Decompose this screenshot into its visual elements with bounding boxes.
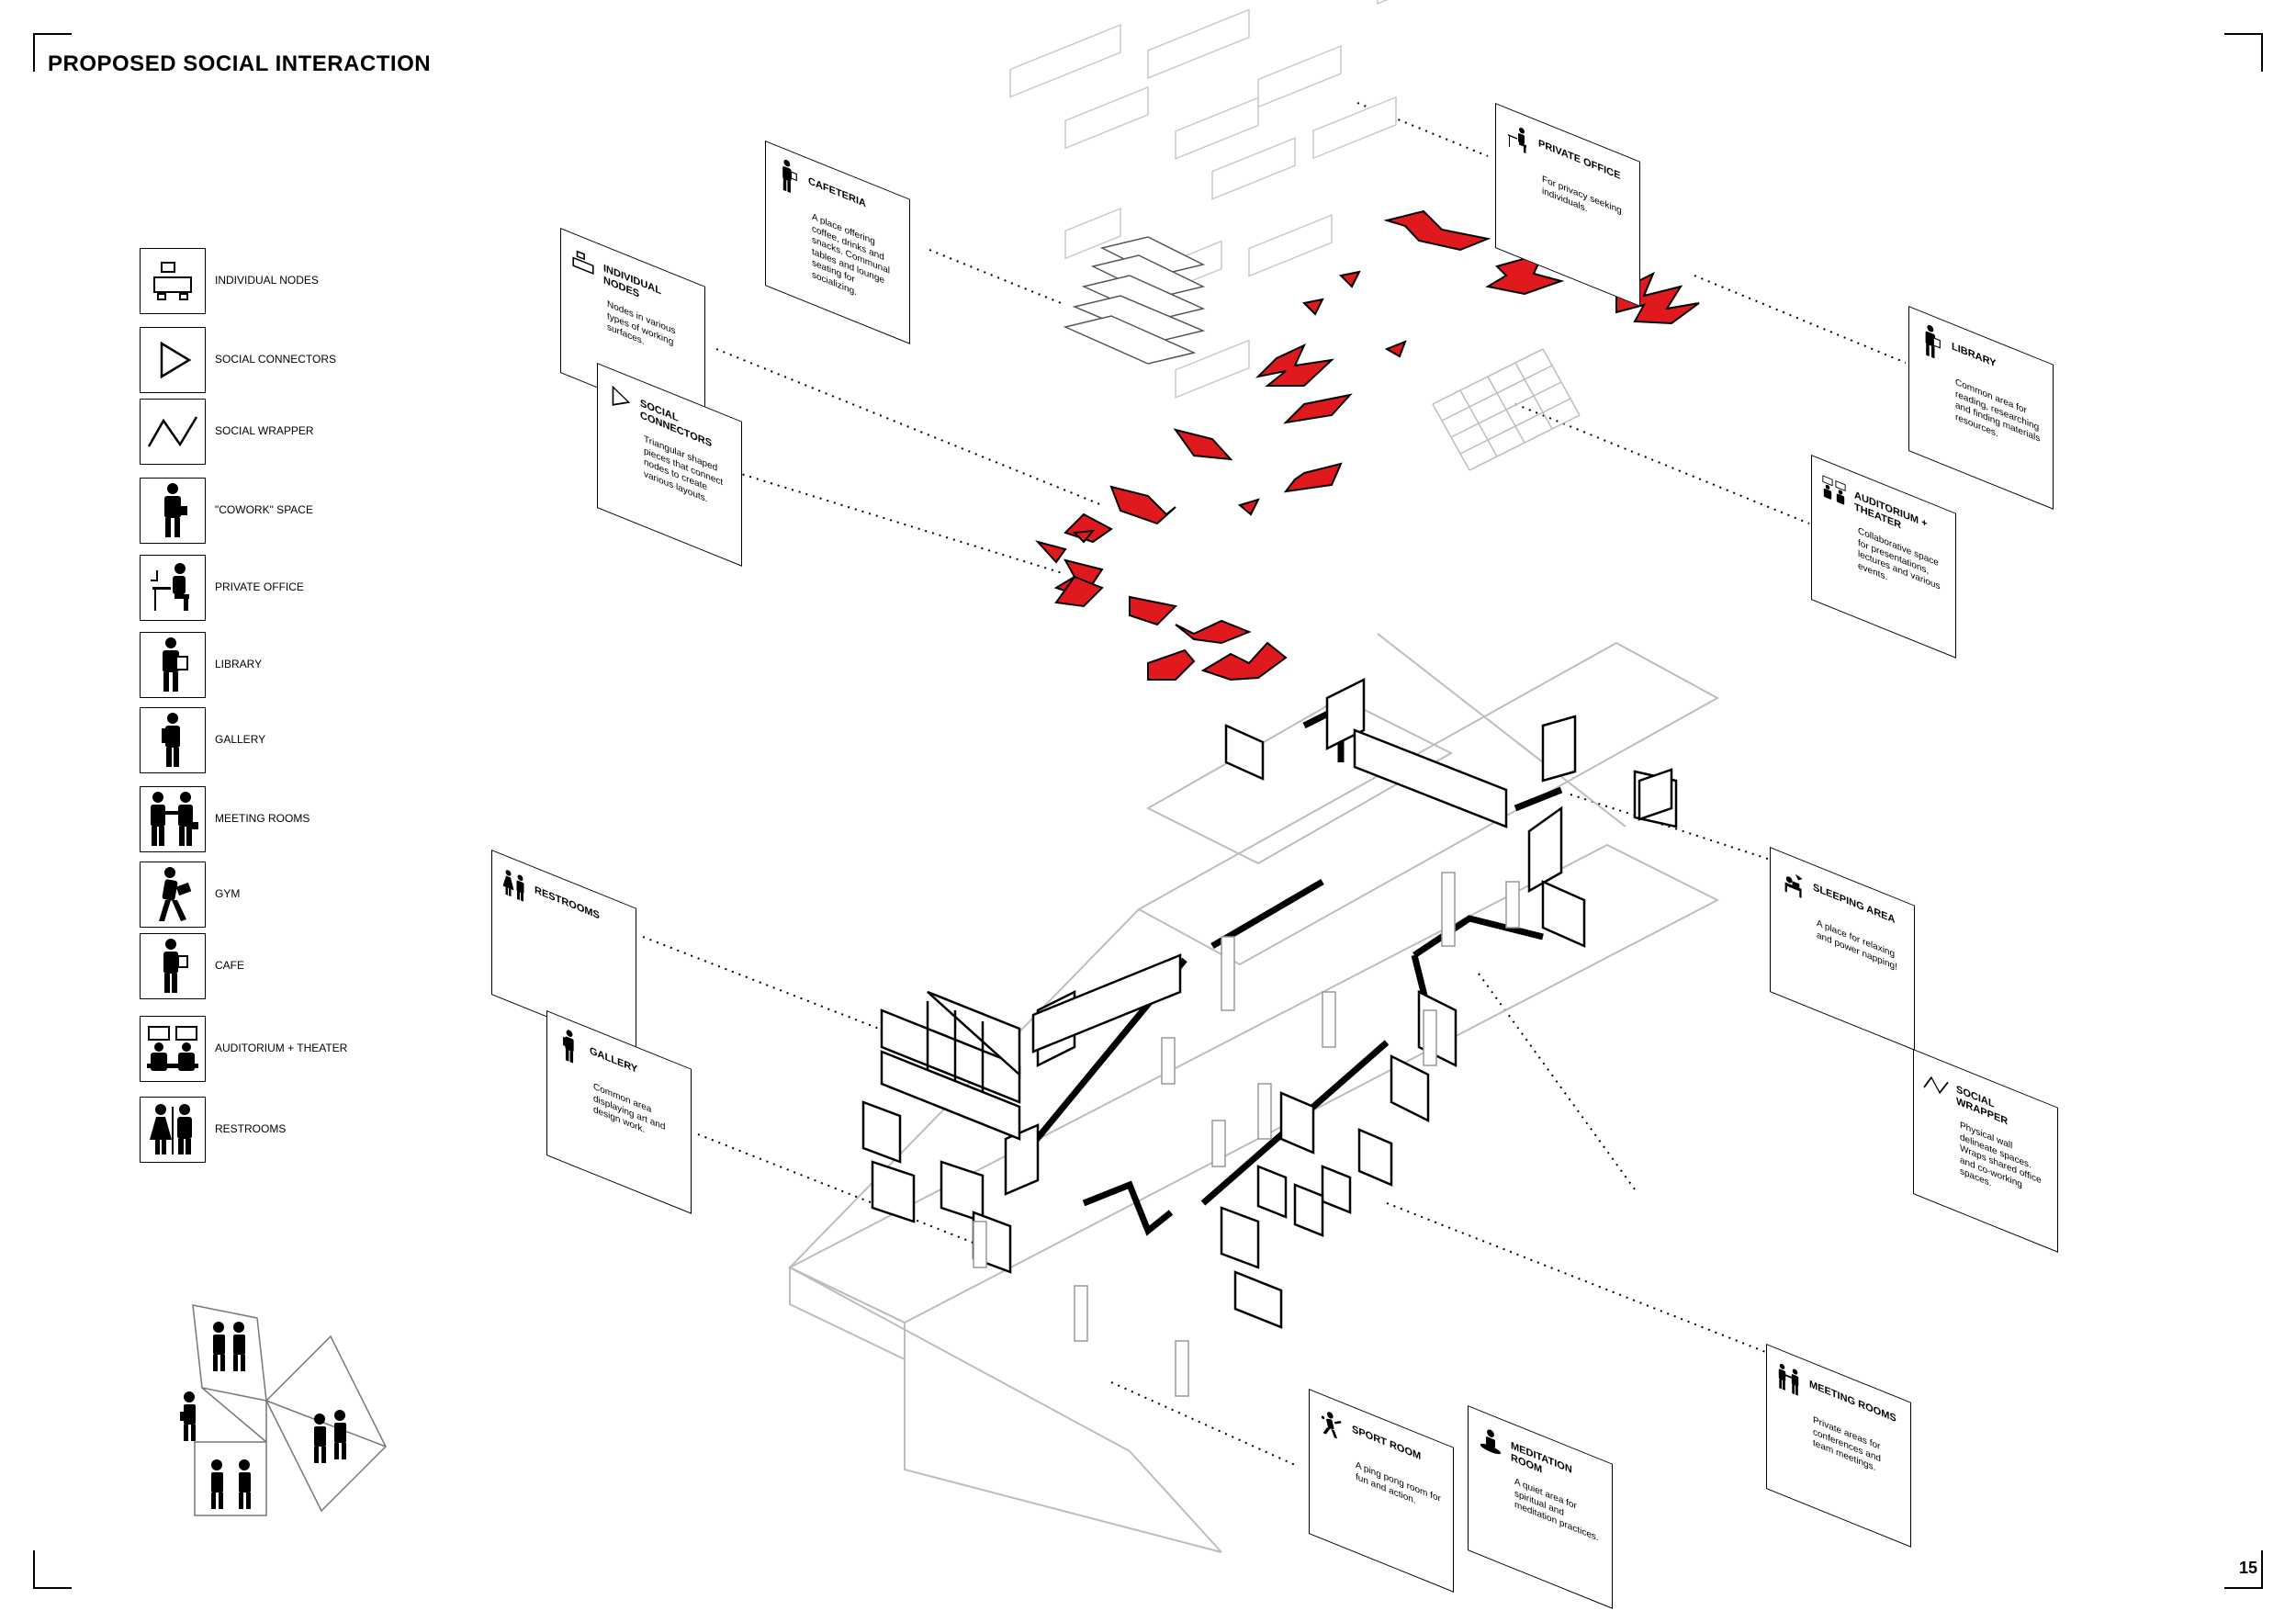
card-restrooms: RESTROOMS <box>491 850 636 1053</box>
legend-item-social-wrapper: SOCIAL WRAPPER <box>140 399 415 467</box>
card-individual-nodes: INDIVIDUAL NODES Nodes in various types … <box>560 228 705 432</box>
cowork-icon <box>140 478 206 544</box>
restrooms-icon <box>140 1097 206 1163</box>
furniture-outlines <box>1009 0 1452 399</box>
card-sleeping-area: SLEEPING AREA A place for relaxing and p… <box>1770 847 1915 1051</box>
card-social-wrapper: SOCIAL WRAPPER Physical wall delineate s… <box>1913 1049 2058 1253</box>
gym-icon <box>140 862 206 928</box>
legend-item-gallery: GALLERY <box>140 707 415 775</box>
library-icon <box>140 632 206 698</box>
legend-item-gym: GYM <box>140 862 415 929</box>
legend-label: INDIVIDUAL NODES <box>215 274 319 287</box>
people-cluster-illustration <box>180 1304 387 1516</box>
legend-label: SOCIAL WRAPPER <box>215 424 314 437</box>
card-auditorium: AUDITORIUM + THEATER Collaborative space… <box>1811 455 1956 659</box>
page-number: 15 <box>2238 1559 2257 1577</box>
legend-item-individual-nodes: INDIVIDUAL NODES <box>140 248 415 316</box>
card-private-office: PRIVATE OFFICE For privacy seeking indiv… <box>1495 103 1640 307</box>
legend-label: "COWORK" SPACE <box>215 503 313 516</box>
bleacher-seating <box>1063 236 1206 365</box>
legend-item-auditorium: AUDITORIUM + THEATER <box>140 1016 415 1084</box>
legend-label: RESTROOMS <box>215 1122 287 1135</box>
card-title: RESTROOMS <box>535 884 600 922</box>
gallery-icon <box>563 1030 574 1064</box>
legend-label: LIBRARY <box>215 658 263 670</box>
frame-corner-top-right <box>2224 33 2263 72</box>
meeting-rooms-icon <box>1778 1363 1799 1396</box>
library-icon <box>1925 324 1941 359</box>
legend-item-library: LIBRARY <box>140 632 415 700</box>
social-wrapper-icon <box>1923 1076 1949 1095</box>
meeting-rooms-icon <box>140 786 206 852</box>
sleeping-area-icon <box>1784 873 1803 898</box>
legend-label: PRIVATE OFFICE <box>215 580 304 593</box>
frame-corner-top-left <box>33 33 72 72</box>
card-library: LIBRARY Common area for reading, researc… <box>1908 306 2054 510</box>
sport-room-icon <box>1321 1412 1342 1439</box>
private-office-icon <box>140 555 206 621</box>
restroom-stalls <box>880 1001 1021 1141</box>
cafe-icon <box>140 933 206 999</box>
auditorium-icon <box>140 1016 206 1082</box>
legend-label: CAFE <box>215 959 245 972</box>
page-title: PROPOSED SOCIAL INTERACTION <box>48 51 432 76</box>
legend-label: MEETING ROOMS <box>215 812 310 825</box>
card-title: SLEEPING AREA <box>1813 881 1896 927</box>
card-meditation-room: MEDITATION ROOM A quiet area for spiritu… <box>1468 1405 1613 1609</box>
legend-label: GYM <box>215 887 241 900</box>
social-wrapper-icon <box>140 399 206 465</box>
social-connectors-icon <box>140 327 206 393</box>
social-connectors-icon <box>612 385 631 406</box>
legend-item-private-office: PRIVATE OFFICE <box>140 555 415 623</box>
legend-label: GALLERY <box>215 733 266 746</box>
social-wrapper-walls <box>1030 702 1563 1236</box>
legend-label: SOCIAL CONNECTORS <box>215 353 337 366</box>
frame-corner-bottom-right <box>2224 1550 2263 1589</box>
legend-item-cafe: CAFE <box>140 933 415 1001</box>
cafe-icon <box>782 159 797 194</box>
individual-nodes-icon <box>140 248 206 314</box>
auditorium-chairs <box>1432 348 1581 471</box>
legend-item-social-connectors: SOCIAL CONNECTORS <box>140 327 415 395</box>
legend-item-restrooms: RESTROOMS <box>140 1097 415 1165</box>
card-title: CAFETERIA <box>808 175 866 210</box>
card-title: LIBRARY <box>1952 340 1997 370</box>
card-gallery: GALLERY Common area displaying art and d… <box>546 1010 692 1214</box>
card-title: SPORT ROOM <box>1352 1423 1422 1463</box>
building-shell <box>787 633 1720 1553</box>
legend-item-cowork: "COWORK" SPACE <box>140 478 415 546</box>
card-meeting-rooms: MEETING ROOMS Private areas for conferen… <box>1766 1344 1911 1548</box>
individual-nodes-icon <box>572 250 594 276</box>
restrooms-icon <box>502 870 524 902</box>
meditation-icon <box>1480 1429 1502 1455</box>
legend-item-meeting-rooms: MEETING ROOMS <box>140 786 415 854</box>
card-title: GALLERY <box>590 1044 638 1076</box>
card-social-connectors: SOCIAL CONNECTORS Triangular shaped piec… <box>597 363 742 567</box>
auditorium-icon <box>1822 475 1846 505</box>
legend-label: AUDITORIUM + THEATER <box>215 1042 348 1054</box>
card-cafeteria: CAFETERIA A place offering coffee, drink… <box>765 141 910 344</box>
card-title: PRIVATE OFFICE <box>1538 137 1621 183</box>
private-office-icon <box>1508 127 1526 154</box>
wall-panels <box>861 677 1678 1329</box>
columns <box>973 872 1520 1397</box>
gallery-icon <box>140 707 206 773</box>
card-sport-room: SPORT ROOM A ping pong room for fun and … <box>1309 1389 1454 1593</box>
frame-corner-bottom-left <box>33 1550 72 1589</box>
